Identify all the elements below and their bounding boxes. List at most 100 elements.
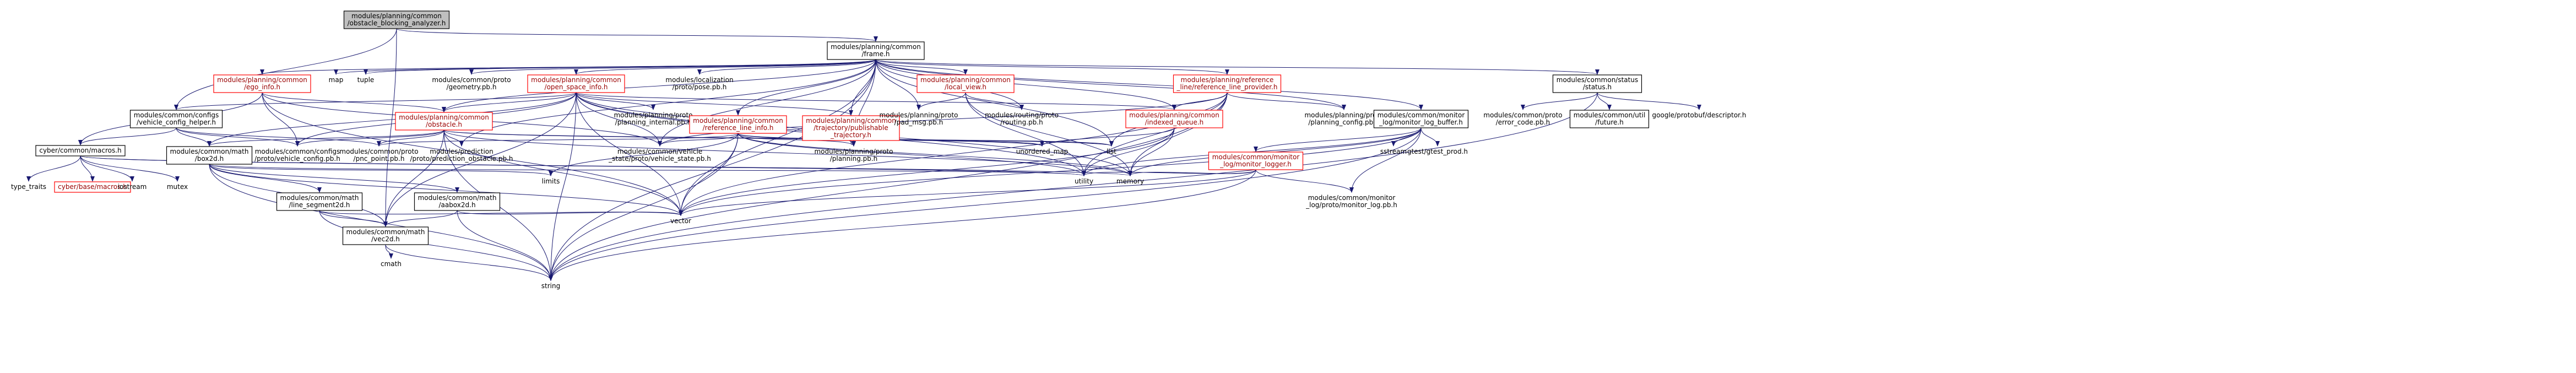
node-string[interactable]: string bbox=[538, 281, 564, 291]
node-label: list bbox=[1107, 148, 1116, 155]
node-errcode[interactable]: modules/common/proto/error_code.pb.h bbox=[1480, 110, 1566, 128]
node-vstate[interactable]: modules/common/vehicle_state/proto/vehic… bbox=[605, 147, 714, 164]
node-label: modules/planning/common bbox=[531, 76, 621, 84]
node-mutex[interactable]: mutex bbox=[164, 182, 192, 192]
node-label: modules/routing/proto bbox=[985, 111, 1059, 119]
node-vconfig[interactable]: modules/common/configs/proto/vehicle_con… bbox=[251, 147, 344, 164]
node-pinternal[interactable]: modules/planning/proto/planning_internal… bbox=[610, 110, 696, 128]
node-box bbox=[166, 146, 253, 165]
edge-rli-to-planningpb bbox=[737, 133, 856, 147]
node-cybermacros[interactable]: cyber/base/macros.h bbox=[54, 181, 131, 193]
edge-status-to-errcode bbox=[1521, 92, 1598, 110]
node-label: modules/common/proto bbox=[339, 148, 418, 155]
node-box bbox=[1569, 110, 1650, 128]
node-future[interactable]: modules/common/util/future.h bbox=[1569, 110, 1650, 128]
node-umap[interactable]: unordered_map bbox=[1013, 147, 1072, 157]
node-box2d[interactable]: modules/common/math/box2d.h bbox=[166, 146, 253, 165]
node-memory[interactable]: memory bbox=[1113, 176, 1148, 187]
node-box bbox=[343, 10, 450, 29]
node-box bbox=[1552, 74, 1642, 93]
node-macros[interactable]: cyber/common/macros.h bbox=[35, 145, 126, 156]
edge-rli-to-memory bbox=[737, 133, 1132, 176]
edges bbox=[26, 28, 1701, 281]
node-label: /planning_internal.pb.h bbox=[615, 118, 692, 126]
node-planningpb[interactable]: modules/planning/proto/planning.pb.h bbox=[811, 147, 897, 164]
node-traj[interactable]: modules/planning/common/trajectory/publi… bbox=[802, 115, 900, 141]
node-sstream[interactable]: sstream bbox=[1377, 147, 1411, 157]
node-predobs[interactable]: modules/prediction/proto/prediction_obst… bbox=[406, 147, 517, 164]
node-label: modules/localization bbox=[665, 76, 733, 84]
node-rli[interactable]: modules/planning/common/reference_line_i… bbox=[689, 115, 787, 134]
node-box bbox=[129, 110, 223, 128]
node-map[interactable]: map bbox=[326, 75, 347, 85]
node-ego[interactable]: modules/planning/common/ego_info.h bbox=[213, 74, 311, 93]
node-label: modules/common/configs bbox=[255, 148, 340, 155]
node-aabox[interactable]: modules/common/math/aabox2d.h bbox=[414, 192, 501, 211]
node-obstacle[interactable]: modules/planning/common/obstacle.h bbox=[395, 112, 493, 131]
node-descriptor[interactable]: google/protobuf/descriptor.h bbox=[1649, 110, 1750, 121]
node-label: /open_space_info.h bbox=[545, 83, 608, 91]
node-frame[interactable]: modules/planning/common/frame.h bbox=[827, 41, 925, 60]
node-pose[interactable]: modules/localization/proto/pose.pb.h bbox=[662, 75, 737, 93]
edge-rlp-to-memory bbox=[1128, 92, 1228, 176]
node-label: modules/planning/common bbox=[351, 12, 442, 20]
node-vec2d[interactable]: modules/common/math/vec2d.h bbox=[342, 226, 429, 245]
node-pconfig[interactable]: modules/planning/proto/planning_config.p… bbox=[1301, 110, 1387, 128]
node-mlb[interactable]: modules/common/monitor_log/monitor_log_b… bbox=[1373, 110, 1469, 128]
node-label: /geometry.pb.h bbox=[447, 83, 497, 91]
node-label: iostream bbox=[118, 183, 147, 191]
node-typetraits[interactable]: type_traits bbox=[8, 182, 50, 192]
node-localview[interactable]: modules/planning/common/local_view.h bbox=[916, 74, 1015, 93]
edge-ego-to-vector bbox=[262, 92, 683, 216]
node-label: sstream bbox=[1380, 148, 1407, 155]
node-label: modules/planning/proto bbox=[879, 111, 958, 119]
node-mlogger[interactable]: modules/common/monitor_log/monitor_logge… bbox=[1208, 152, 1304, 170]
node-routing[interactable]: modules/routing/proto/routing.pb.h bbox=[981, 110, 1062, 128]
edge-mlogger-to-memory bbox=[1128, 169, 1256, 176]
edge-rlp-to-string bbox=[549, 92, 1228, 281]
node-label: modules/common/math bbox=[346, 228, 425, 236]
edge-lineseg-to-vector bbox=[319, 210, 683, 216]
node-cmath[interactable]: cmath bbox=[377, 259, 405, 269]
node-label: cyber/common/macros.h bbox=[39, 147, 121, 154]
edge-rli-to-vstate bbox=[658, 133, 739, 147]
node-rlp[interactable]: modules/planning/reference_line/referenc… bbox=[1173, 74, 1282, 93]
node-gtest[interactable]: gtest/gtest_prod.h bbox=[1404, 147, 1472, 157]
edge-vec2d-to-string bbox=[385, 244, 553, 281]
node-iostream[interactable]: iostream bbox=[115, 182, 150, 192]
node-label: _log/monitor_logger.h bbox=[1219, 160, 1292, 168]
node-list[interactable]: list bbox=[1103, 147, 1120, 157]
node-box bbox=[916, 74, 1015, 93]
node-mlogpb[interactable]: modules/common/monitor_log/proto/monitor… bbox=[1303, 193, 1401, 210]
node-utility[interactable]: utility bbox=[1071, 176, 1097, 187]
node-label: /local_view.h bbox=[945, 83, 986, 91]
edge-status-to-descriptor bbox=[1597, 92, 1701, 110]
node-box bbox=[527, 74, 625, 93]
node-padmsg[interactable]: modules/planning/proto/pad_msg.pb.h bbox=[876, 110, 962, 128]
node-label: string bbox=[541, 282, 560, 290]
node-label: /pad_msg.pb.h bbox=[894, 118, 943, 126]
edge-macros-to-cybermacros bbox=[80, 155, 95, 182]
node-label: /vec2d.h bbox=[371, 235, 400, 243]
node-root[interactable]: modules/planning/common/obstacle_blockin… bbox=[343, 10, 450, 29]
edge-aabox-to-vector bbox=[457, 210, 683, 216]
node-tuple[interactable]: tuple bbox=[354, 75, 378, 85]
node-pncpoint[interactable]: modules/common/proto/pnc_point.pb.h bbox=[336, 147, 422, 164]
node-label: modules/common/monitor bbox=[1308, 194, 1396, 202]
node-limits[interactable]: limits bbox=[539, 176, 563, 187]
edge-lineseg-to-string bbox=[319, 210, 553, 281]
edge-rlp-to-pconfig bbox=[1227, 92, 1346, 110]
edge-box2d-to-lineseg bbox=[209, 164, 322, 193]
node-osi[interactable]: modules/planning/common/open_space_info.… bbox=[527, 74, 625, 93]
node-status[interactable]: modules/common/status/status.h bbox=[1552, 74, 1642, 93]
node-label: map bbox=[329, 76, 344, 84]
edge-status-to-future bbox=[1597, 92, 1612, 110]
node-label: /proto/pose.pb.h bbox=[673, 83, 727, 91]
node-label: utility bbox=[1075, 177, 1093, 185]
node-vch[interactable]: modules/common/configs/vehicle_config_he… bbox=[129, 110, 223, 128]
node-lineseg[interactable]: modules/common/math/line_segment2d.h bbox=[276, 192, 363, 211]
node-iqueue[interactable]: modules/planning/common/indexed_queue.h bbox=[1125, 110, 1223, 128]
node-geometry[interactable]: modules/common/proto/geometry.pb.h bbox=[429, 75, 514, 93]
node-vector[interactable]: vector bbox=[667, 216, 695, 226]
node-label: /proto/prediction_obstacle.pb.h bbox=[410, 155, 513, 163]
